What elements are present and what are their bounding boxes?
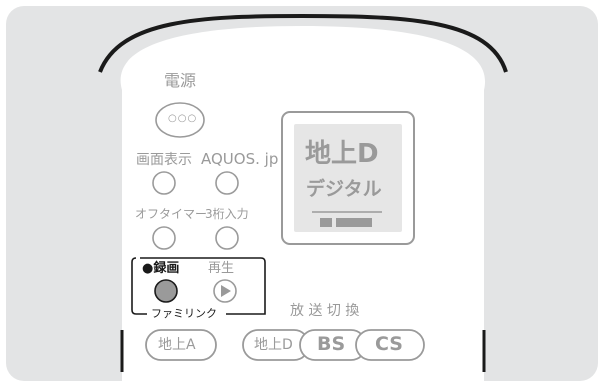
broadcast-button-analog[interactable] xyxy=(145,329,217,361)
power-button-glyph: ○○○ xyxy=(168,113,198,124)
broadcast-label-cs: CS xyxy=(375,333,403,355)
power-label: 電源 xyxy=(164,71,197,90)
aquos-jp-label: AQUOS. jp xyxy=(201,150,279,168)
off-timer-button[interactable] xyxy=(152,226,176,250)
family-link-bracket xyxy=(131,257,266,315)
three-digit-input-button[interactable] xyxy=(215,226,239,250)
aquos-jp-button[interactable] xyxy=(215,171,239,195)
three-digit-input-label: 3桁入力 xyxy=(205,207,249,221)
power-button[interactable] xyxy=(155,102,205,138)
play-icon xyxy=(221,285,231,297)
broadcast-label-analog: 地上A xyxy=(158,337,196,353)
display-channel-indicator xyxy=(320,218,332,227)
display-line2: デジタル xyxy=(306,178,382,200)
record-label: ●録画 xyxy=(142,261,180,276)
broadcast-button-cs[interactable] xyxy=(355,329,425,361)
broadcast-switch-label: 放 送 切 換 xyxy=(290,303,360,319)
display-line1: 地上D xyxy=(305,139,379,169)
play-label: 再生 xyxy=(208,261,235,276)
off-timer-label: オフタイマー xyxy=(135,207,208,221)
record-button[interactable] xyxy=(154,279,178,303)
broadcast-label-bs: BS xyxy=(317,333,346,355)
family-link-label: ファミリンク xyxy=(149,307,219,320)
broadcast-label-digital: 地上D xyxy=(254,337,293,353)
remote-outline xyxy=(98,13,508,73)
display-channel-bar xyxy=(336,218,372,227)
screen-display-label: 画面表示 xyxy=(136,152,192,168)
screen-display-button[interactable] xyxy=(152,171,176,195)
